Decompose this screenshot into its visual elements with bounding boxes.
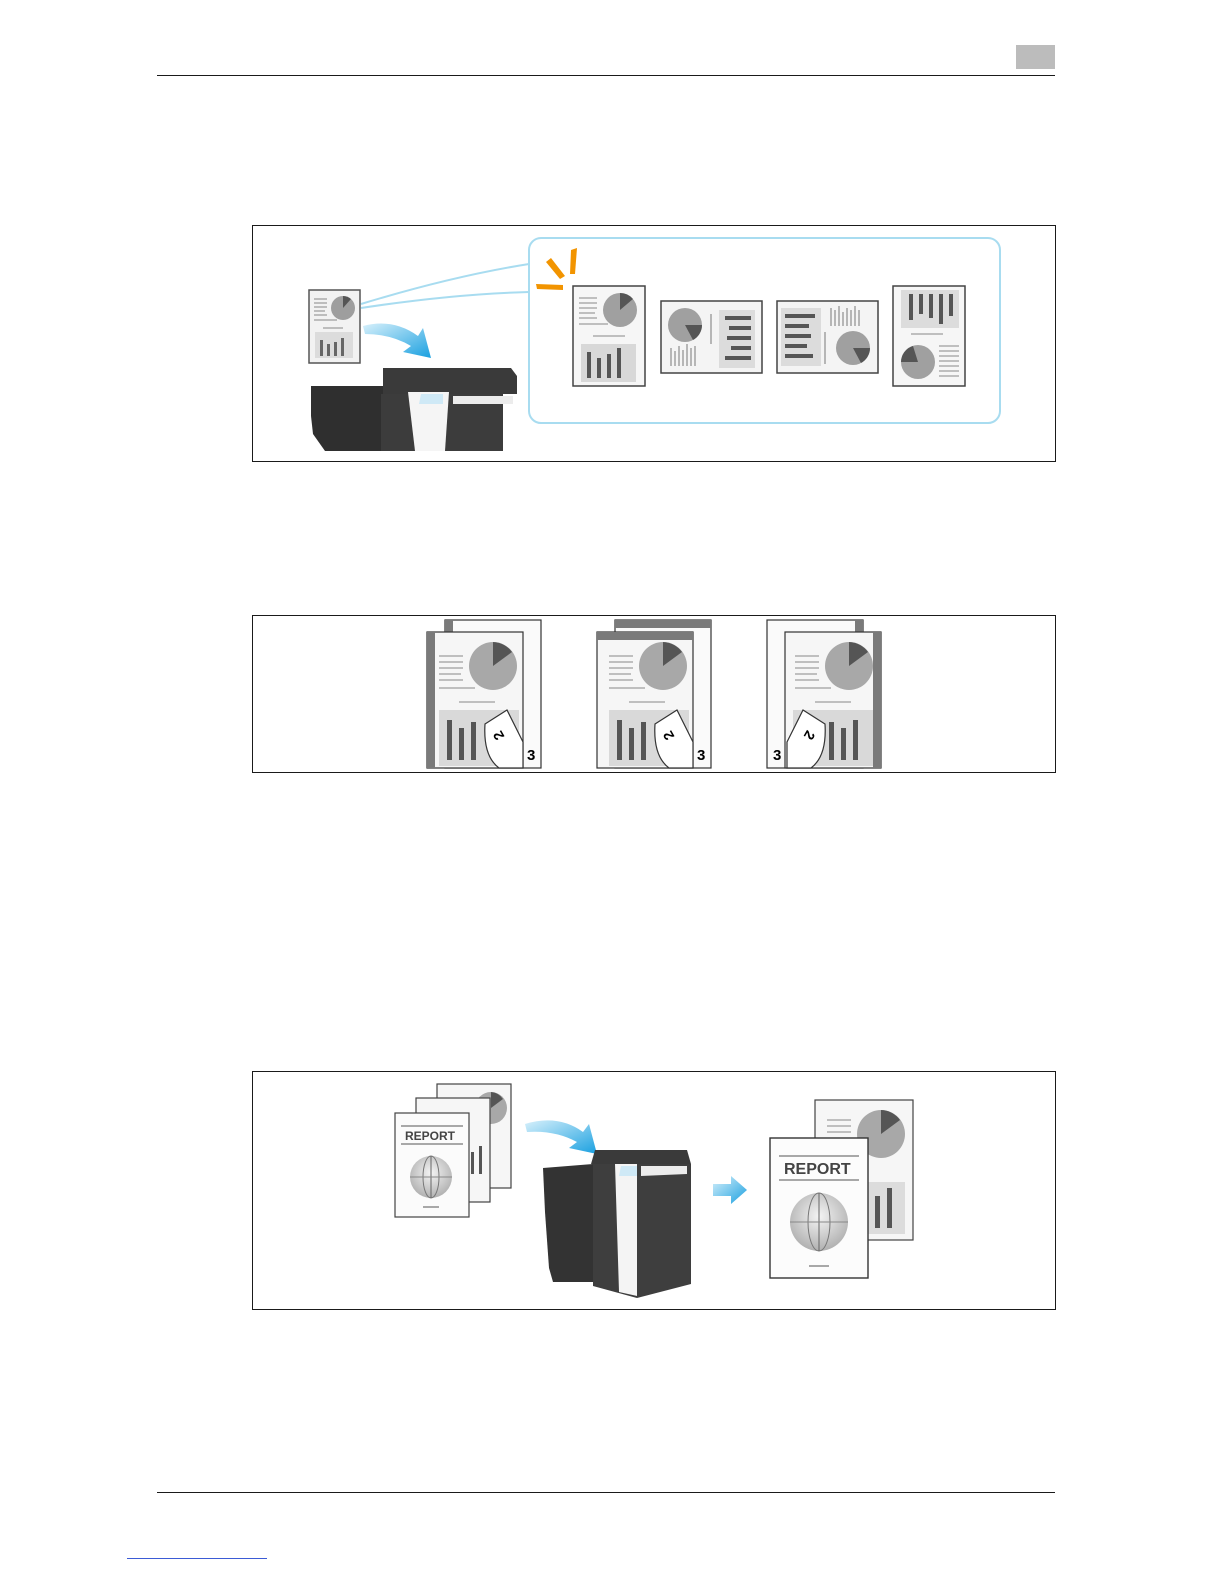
next-page-number: 3 xyxy=(527,747,535,764)
output-stack-icon: REPORT xyxy=(770,1100,913,1278)
original-report-title: REPORT xyxy=(405,1129,456,1143)
layout-variant-portrait-1 xyxy=(573,286,645,386)
header-rule xyxy=(157,75,1055,76)
layout-variant-landscape-2 xyxy=(777,301,878,373)
page-number-box xyxy=(1016,45,1055,69)
binding-positions-illustration: 2 3 2 3 xyxy=(253,616,1055,772)
cover-sheet-illustration: REPORT xyxy=(253,1072,1055,1309)
sheet-left-binding: 2 3 xyxy=(427,620,541,768)
sheet-top-binding: 2 3 xyxy=(597,620,711,768)
footer-rule xyxy=(157,1492,1055,1493)
next-page-number: 3 xyxy=(773,747,781,764)
figure-cover-sheet: REPORT xyxy=(252,1071,1056,1310)
mfp-device-icon xyxy=(543,1150,691,1298)
output-report-title: REPORT xyxy=(784,1161,851,1178)
sheet-right-binding: 2 3 xyxy=(767,620,881,768)
layout-variants-illustration xyxy=(253,226,1055,461)
figure-binding-positions: 2 3 2 3 xyxy=(252,615,1056,773)
layout-variant-portrait-2 xyxy=(893,286,965,386)
original-stack-icon: REPORT xyxy=(395,1084,511,1217)
feed-arrow-icon xyxy=(363,324,431,358)
layout-variant-landscape-1 xyxy=(661,301,762,373)
feed-arrow-icon xyxy=(525,1120,597,1154)
next-page-number: 3 xyxy=(697,747,705,764)
original-document-icon xyxy=(309,290,360,363)
mfp-device-icon xyxy=(311,368,517,451)
figure-layout-variants xyxy=(252,225,1056,462)
footer-link-underline xyxy=(127,1558,267,1559)
output-arrow-icon xyxy=(713,1176,747,1204)
